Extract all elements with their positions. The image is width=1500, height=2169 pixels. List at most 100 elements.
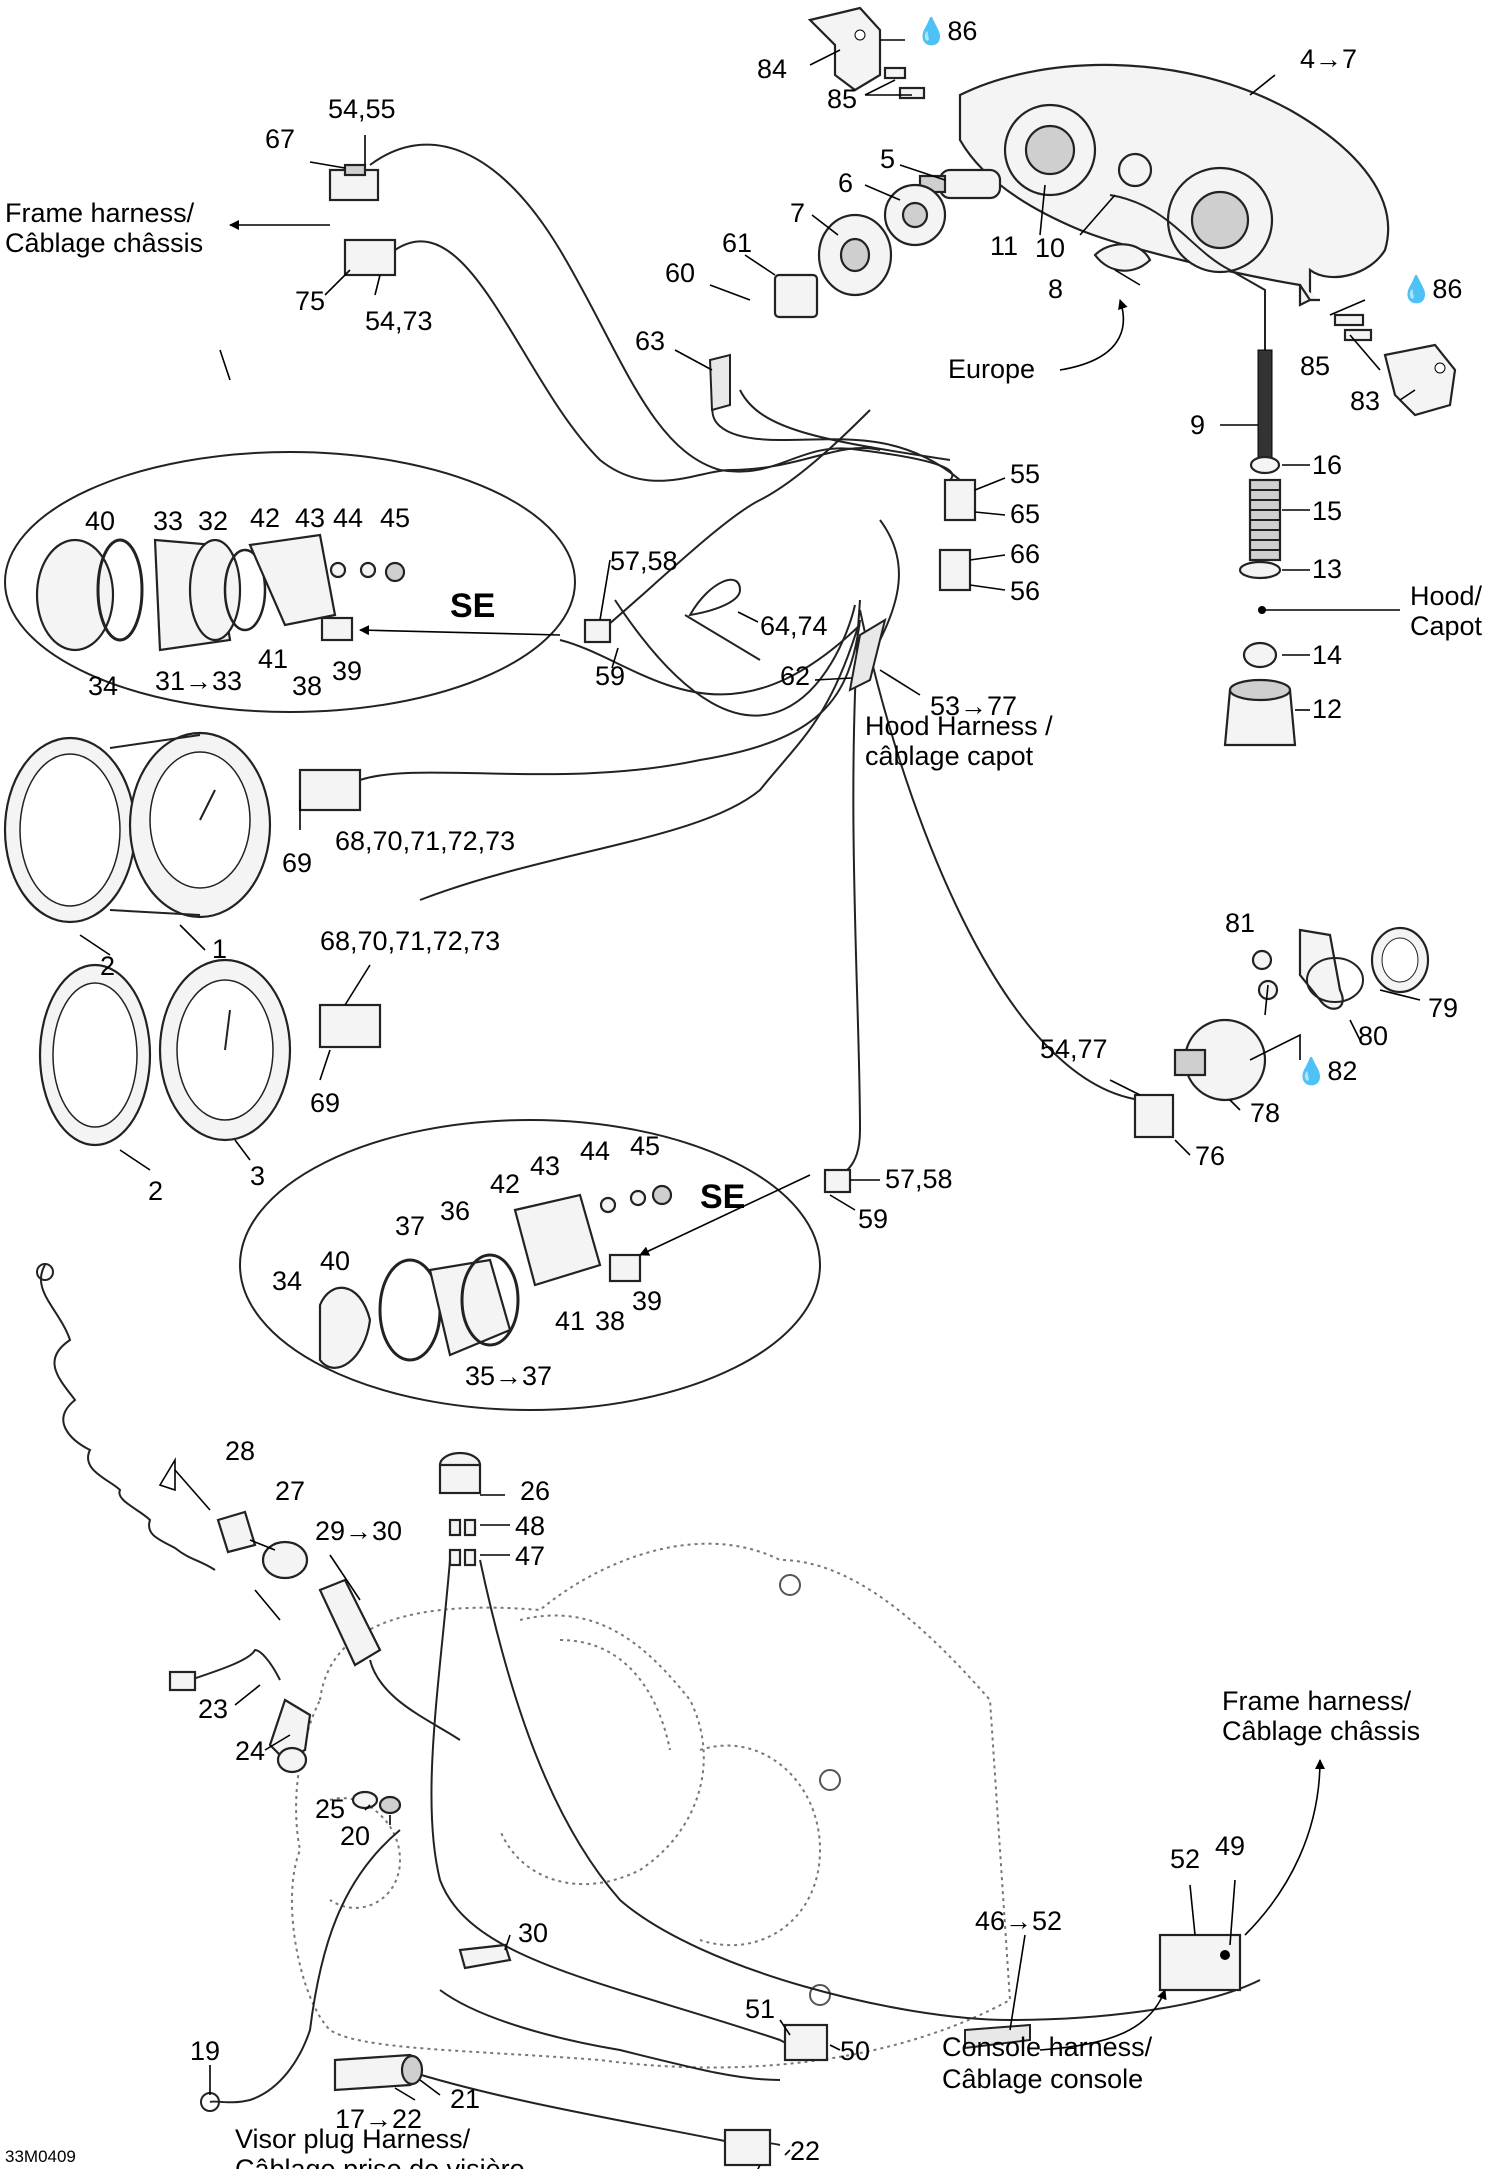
- callout-53-77: 53→77: [930, 691, 1017, 721]
- frame-harness-caption-top: Frame harness/Câblage châssis: [5, 198, 203, 258]
- callout-81: 81: [1225, 908, 1255, 938]
- callout-42b: 42: [490, 1169, 520, 1199]
- callout-40a: 40: [85, 506, 115, 536]
- caption-line: Frame harness/: [1222, 1686, 1412, 1716]
- callout-42a: 42: [250, 503, 280, 533]
- callout-13: 13: [1312, 554, 1342, 584]
- dess-key-24: [268, 1698, 312, 1774]
- callout-labels: 84 💧86 85 4→7 5 6 7 11 10 8 61 60 63 💧86…: [85, 16, 1462, 2169]
- callout-3: 3: [250, 1161, 265, 1191]
- knob-12: [1223, 678, 1297, 747]
- caption-line: Console harness/: [942, 2032, 1153, 2062]
- callout-28: 28: [225, 1436, 255, 1466]
- connector-55-65: [943, 478, 977, 522]
- se-label-bottom: SE: [700, 1178, 745, 1216]
- callout-54-73: 54,73: [365, 306, 433, 336]
- callout-86a: 💧86: [915, 16, 977, 46]
- console-harness-caption: Console harness/Câblage console: [942, 2032, 1153, 2094]
- spring-15: [1248, 478, 1282, 562]
- callout-68b: 68,70,71,72,73: [320, 926, 500, 956]
- nut-25: [351, 1790, 379, 1810]
- callout-46-52: 46→52: [975, 1906, 1062, 1936]
- screw-20: [378, 1795, 402, 1815]
- callout-49: 49: [1215, 1831, 1245, 1861]
- callout-10: 10: [1035, 233, 1065, 263]
- connector-66-56: [938, 548, 972, 592]
- callout-38a: 38: [292, 671, 322, 701]
- callout-39a: 39: [332, 656, 362, 686]
- connector-57-58-bottom: [823, 1168, 852, 1194]
- terminals-48-47: [448, 1518, 477, 1567]
- callout-62: 62: [780, 661, 810, 691]
- se-option-ellipse-top: [4, 451, 576, 713]
- se-label-top: SE: [450, 587, 495, 625]
- callout-34a: 34: [88, 671, 118, 701]
- callout-37: 37: [395, 1211, 425, 1241]
- callout-17-22: 17→22: [335, 2104, 422, 2134]
- tie-wrap-64-74: [684, 578, 761, 661]
- callout-45b: 45: [630, 1131, 660, 1161]
- caption-line: Câblage châssis: [5, 228, 203, 258]
- screws-85: [883, 66, 1373, 342]
- tether-cord: [36, 1263, 216, 1571]
- callout-9: 9: [1190, 410, 1205, 440]
- callout-36: 36: [440, 1196, 470, 1226]
- connector-50-51: [783, 2023, 829, 2062]
- callout-75: 75: [295, 286, 325, 316]
- nut-14: [1242, 641, 1278, 669]
- hood-harness-sleeve-62: [848, 617, 887, 692]
- callout-47: 47: [515, 1541, 545, 1571]
- callout-78: 78: [1250, 1098, 1280, 1128]
- callout-59b: 59: [858, 1204, 888, 1234]
- callout-85a: 85: [827, 84, 857, 114]
- caption-line: Câblage prise de visière: [235, 2154, 525, 2169]
- callout-65: 65: [1010, 499, 1040, 529]
- europe-caption: Europe: [948, 354, 1035, 384]
- sleeve-46-52: [964, 2023, 1031, 2050]
- callout-55: 55: [1010, 459, 1040, 489]
- caption-line: Hood/: [1410, 581, 1483, 611]
- callout-38b: 38: [595, 1306, 625, 1336]
- callout-41a: 41: [258, 644, 288, 674]
- captions: Frame harness/Câblage châssis Hood Harne…: [5, 198, 1483, 2169]
- hood-capot-caption: Hood/Capot: [1410, 581, 1483, 641]
- bracket-83: [1383, 343, 1457, 417]
- callout-23: 23: [198, 1694, 228, 1724]
- callout-19: 19: [190, 2036, 220, 2066]
- callout-40b: 40: [320, 1246, 350, 1276]
- callout-79: 79: [1428, 993, 1458, 1023]
- sleeve-63: [708, 353, 731, 412]
- hood-harness-caption: Hood Harness /câblage capot: [865, 711, 1053, 771]
- gauge-bezel-2-top: [3, 736, 137, 924]
- caption-line: Câblage console: [942, 2064, 1143, 2094]
- callout-44a: 44: [333, 503, 363, 533]
- visor-plug-17-22: [333, 2053, 424, 2092]
- callout-4-7: 4→7: [1300, 44, 1357, 74]
- callout-52: 52: [1170, 1844, 1200, 1874]
- boot-7: [817, 213, 893, 297]
- callout-76: 76: [1195, 1141, 1225, 1171]
- terminals-30: [458, 1943, 512, 1970]
- callout-67: 67: [265, 124, 295, 154]
- callout-54-55: 54,55: [328, 94, 396, 124]
- callout-24: 24: [235, 1736, 265, 1766]
- gauge-bezel-2-bottom: [38, 963, 152, 1147]
- callout-66: 66: [1010, 539, 1040, 569]
- callout-35-37: 35→37: [465, 1361, 552, 1391]
- callout-25: 25: [315, 1794, 345, 1824]
- callout-22: 22: [790, 2136, 820, 2166]
- oil-drop-icon: 💧: [1400, 274, 1432, 304]
- tachometer-1: [109, 731, 272, 919]
- pointer-arrows: [229, 220, 1325, 2051]
- callout-56: 56: [1010, 576, 1040, 606]
- connector-69-top: [298, 768, 362, 812]
- callout-50: 50: [840, 2036, 870, 2066]
- callout-5: 5: [880, 144, 895, 174]
- callout-16: 16: [1312, 450, 1342, 480]
- se-option-ellipse-bottom: [239, 1119, 821, 1411]
- callout-59a: 59: [595, 661, 625, 691]
- callout-1: 1: [212, 934, 227, 964]
- cap-27: [261, 1540, 309, 1580]
- oil-drop-icon: 💧: [915, 16, 947, 46]
- callout-44b: 44: [580, 1136, 610, 1166]
